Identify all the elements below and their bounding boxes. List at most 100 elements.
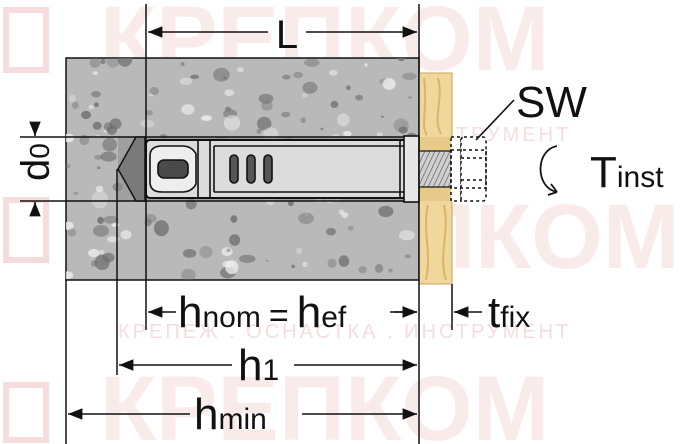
concrete-speck — [304, 58, 320, 67]
concrete-speck — [320, 127, 324, 131]
concrete-speck — [265, 259, 269, 262]
concrete-speck — [376, 132, 383, 137]
concrete-speck — [71, 101, 79, 109]
label-sw: SW — [516, 78, 587, 127]
concrete-speck — [258, 93, 274, 104]
concrete-speck — [291, 264, 296, 269]
concrete-speck — [236, 66, 244, 73]
concrete-speck — [407, 96, 413, 99]
concrete-speck — [347, 225, 354, 231]
concrete-speck — [153, 220, 169, 237]
concrete-speck — [402, 72, 417, 81]
concrete-speck — [67, 228, 77, 237]
concrete-speck — [382, 78, 396, 90]
concrete-speck — [149, 86, 159, 96]
concrete-speck — [66, 133, 75, 143]
concrete-speck — [181, 268, 196, 280]
concrete-speck — [305, 214, 309, 216]
concrete-speck — [68, 94, 76, 103]
label-hnom-hef: hnom=hef — [178, 288, 347, 337]
label-tfix: tfix — [488, 288, 530, 337]
label-hnom-main: h — [178, 288, 202, 337]
concrete-speck — [103, 215, 119, 224]
concrete-speck — [102, 137, 117, 152]
label-hef-sub: ef — [321, 301, 347, 334]
concrete-speck — [213, 67, 230, 82]
extension-lines — [20, 4, 453, 444]
concrete-speck — [364, 63, 368, 67]
concrete-speck — [66, 163, 71, 169]
concrete-speck — [302, 81, 318, 94]
label-equals: = — [269, 297, 289, 335]
concrete-speck — [117, 58, 133, 67]
concrete-speck — [343, 131, 352, 137]
concrete-speck — [89, 58, 101, 68]
concrete-speck — [97, 166, 101, 170]
label-tinst-sub: inst — [617, 161, 664, 194]
concrete-speck — [144, 214, 157, 223]
concrete-speck — [199, 246, 213, 259]
concrete-speck — [302, 261, 308, 267]
label-d0-main: d — [14, 159, 58, 181]
label-hmin-main: h — [194, 390, 218, 439]
concrete-speck — [327, 258, 337, 268]
concrete-speck — [337, 113, 350, 127]
concrete-speck — [94, 155, 103, 160]
concrete-speck — [91, 91, 101, 98]
concrete-speck — [239, 254, 256, 264]
concrete-speck — [326, 227, 336, 236]
concrete-speck — [180, 62, 185, 66]
concrete-speck — [346, 85, 351, 91]
concrete-speck — [88, 248, 100, 258]
label-hmin-sub: min — [218, 403, 266, 436]
concrete-speck — [200, 115, 213, 121]
concrete-speck — [94, 102, 99, 107]
concrete-speck — [120, 230, 132, 240]
concrete-speck — [256, 128, 262, 134]
concrete-speck — [282, 74, 291, 80]
concrete-speck — [287, 200, 294, 207]
concrete-speck — [97, 216, 104, 224]
watermark-tagline-bottom: КРЕПЕЖ . ОСНАСТКА . ИНСТРУМЕНТ — [118, 321, 571, 343]
concrete-speck — [399, 230, 415, 241]
concrete-speck — [149, 93, 155, 97]
label-L: L — [276, 13, 298, 57]
concrete-speck — [222, 260, 235, 268]
label-tinst-main: T — [590, 148, 617, 197]
concrete-speck — [355, 94, 363, 101]
label-hef-main: h — [297, 288, 321, 337]
label-h1-main: h — [238, 341, 262, 390]
concrete-speck — [358, 266, 367, 274]
concrete-speck — [221, 247, 233, 257]
concrete-speck — [92, 71, 99, 76]
anchor-sleeve — [145, 135, 420, 203]
hex-nut — [450, 136, 487, 202]
concrete-speck — [398, 126, 408, 134]
concrete-speck — [230, 215, 238, 223]
concrete-speck — [73, 191, 79, 195]
concrete-speck — [140, 119, 155, 128]
concrete-speck — [106, 58, 120, 68]
concrete-speck — [374, 264, 384, 273]
concrete-speck — [302, 93, 308, 98]
concrete-speck — [330, 100, 339, 108]
label-tfix-main: t — [488, 288, 500, 337]
label-d0-sub: 0 — [24, 143, 55, 159]
concrete-speck — [181, 104, 195, 115]
concrete-speck — [66, 271, 74, 279]
concrete-speck — [179, 77, 193, 86]
concrete-speck — [226, 248, 231, 252]
concrete-speck — [190, 74, 200, 80]
concrete-speck — [224, 89, 235, 97]
dimension-lines — [29, 26, 515, 420]
concrete-speck — [100, 58, 106, 65]
concrete-speck — [378, 205, 394, 218]
concrete-speck — [298, 212, 314, 224]
concrete-speck — [388, 268, 393, 273]
label-hnom-sub: nom — [202, 301, 260, 334]
concrete-speck — [281, 111, 291, 118]
concrete-speck — [91, 190, 109, 209]
concrete-speck — [111, 222, 120, 227]
concrete-speck — [229, 234, 241, 246]
